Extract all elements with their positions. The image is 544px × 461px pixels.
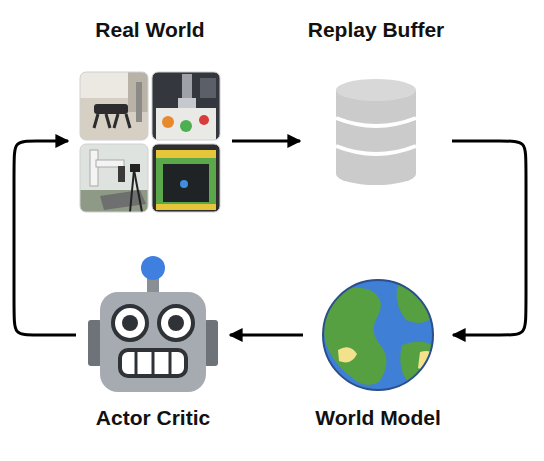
flow-arrow bbox=[232, 140, 300, 143]
flow-arrow bbox=[14, 141, 76, 335]
flow-arrow bbox=[452, 141, 526, 335]
arm-sorting-photo bbox=[152, 72, 220, 140]
robot-icon bbox=[88, 256, 218, 392]
node-title: Replay Buffer bbox=[308, 18, 445, 42]
globe-icon bbox=[323, 280, 440, 390]
node-title: Actor Critic bbox=[96, 406, 210, 430]
maze-photo bbox=[152, 144, 220, 212]
database-icon bbox=[336, 79, 416, 185]
quadruped-photo bbox=[80, 72, 148, 140]
node-title: Real World bbox=[95, 18, 204, 42]
photo-frames bbox=[80, 72, 220, 212]
stage-node: Replay Buffer bbox=[300, 18, 452, 193]
node-title: World Model bbox=[315, 406, 441, 430]
arm-grasping-photo bbox=[80, 144, 148, 212]
stage-node: Real World bbox=[68, 18, 232, 218]
flow-arrow bbox=[230, 334, 303, 337]
stage-node: Actor Critic bbox=[76, 250, 230, 430]
stage-node: World Model bbox=[303, 270, 453, 430]
